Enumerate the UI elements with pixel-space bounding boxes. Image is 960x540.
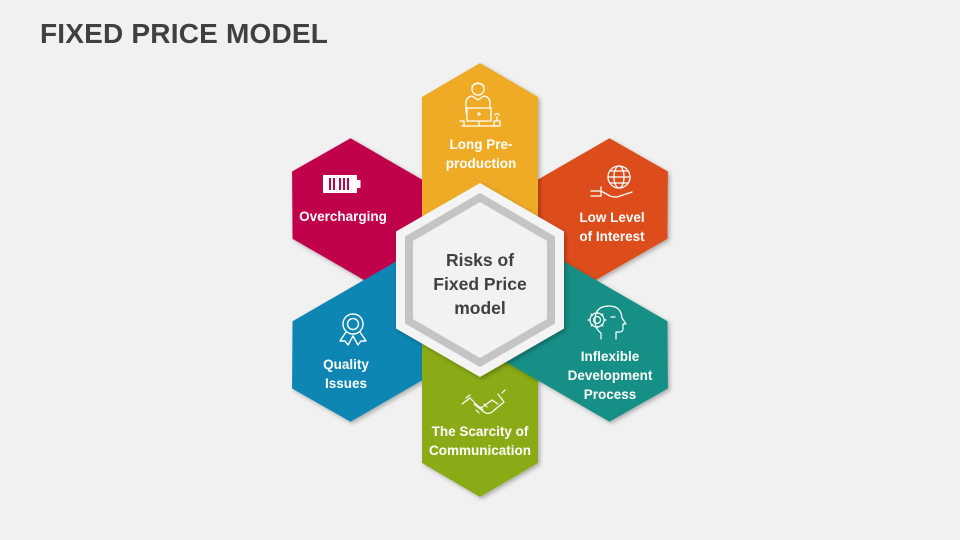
petal-label-low-level-of-interest: Low Level of Interest	[579, 210, 645, 244]
award-ribbon-icon	[339, 313, 367, 346]
page-title: FIXED PRICE MODEL	[40, 18, 329, 49]
handshake-icon	[461, 389, 506, 415]
hand-holding-globe-icon	[590, 165, 633, 198]
center-hexagon	[396, 183, 564, 377]
petal-label-quality-issues: Quality Issues	[323, 357, 369, 391]
center-label: Risks of Fixed Price model	[433, 250, 527, 318]
petal-label-long-pre-production: Long Pre- production	[445, 137, 517, 171]
petal-label-overcharging: Overcharging	[299, 209, 387, 224]
petal-label-scarcity-of-communication: The Scarcity of Communication	[428, 424, 532, 458]
full-battery-icon	[323, 175, 361, 193]
head-with-gear-icon	[587, 305, 627, 340]
petal-label-inflexible-development-process: Inflexible Development Process	[567, 349, 653, 402]
person-at-laptop-icon	[459, 82, 501, 127]
